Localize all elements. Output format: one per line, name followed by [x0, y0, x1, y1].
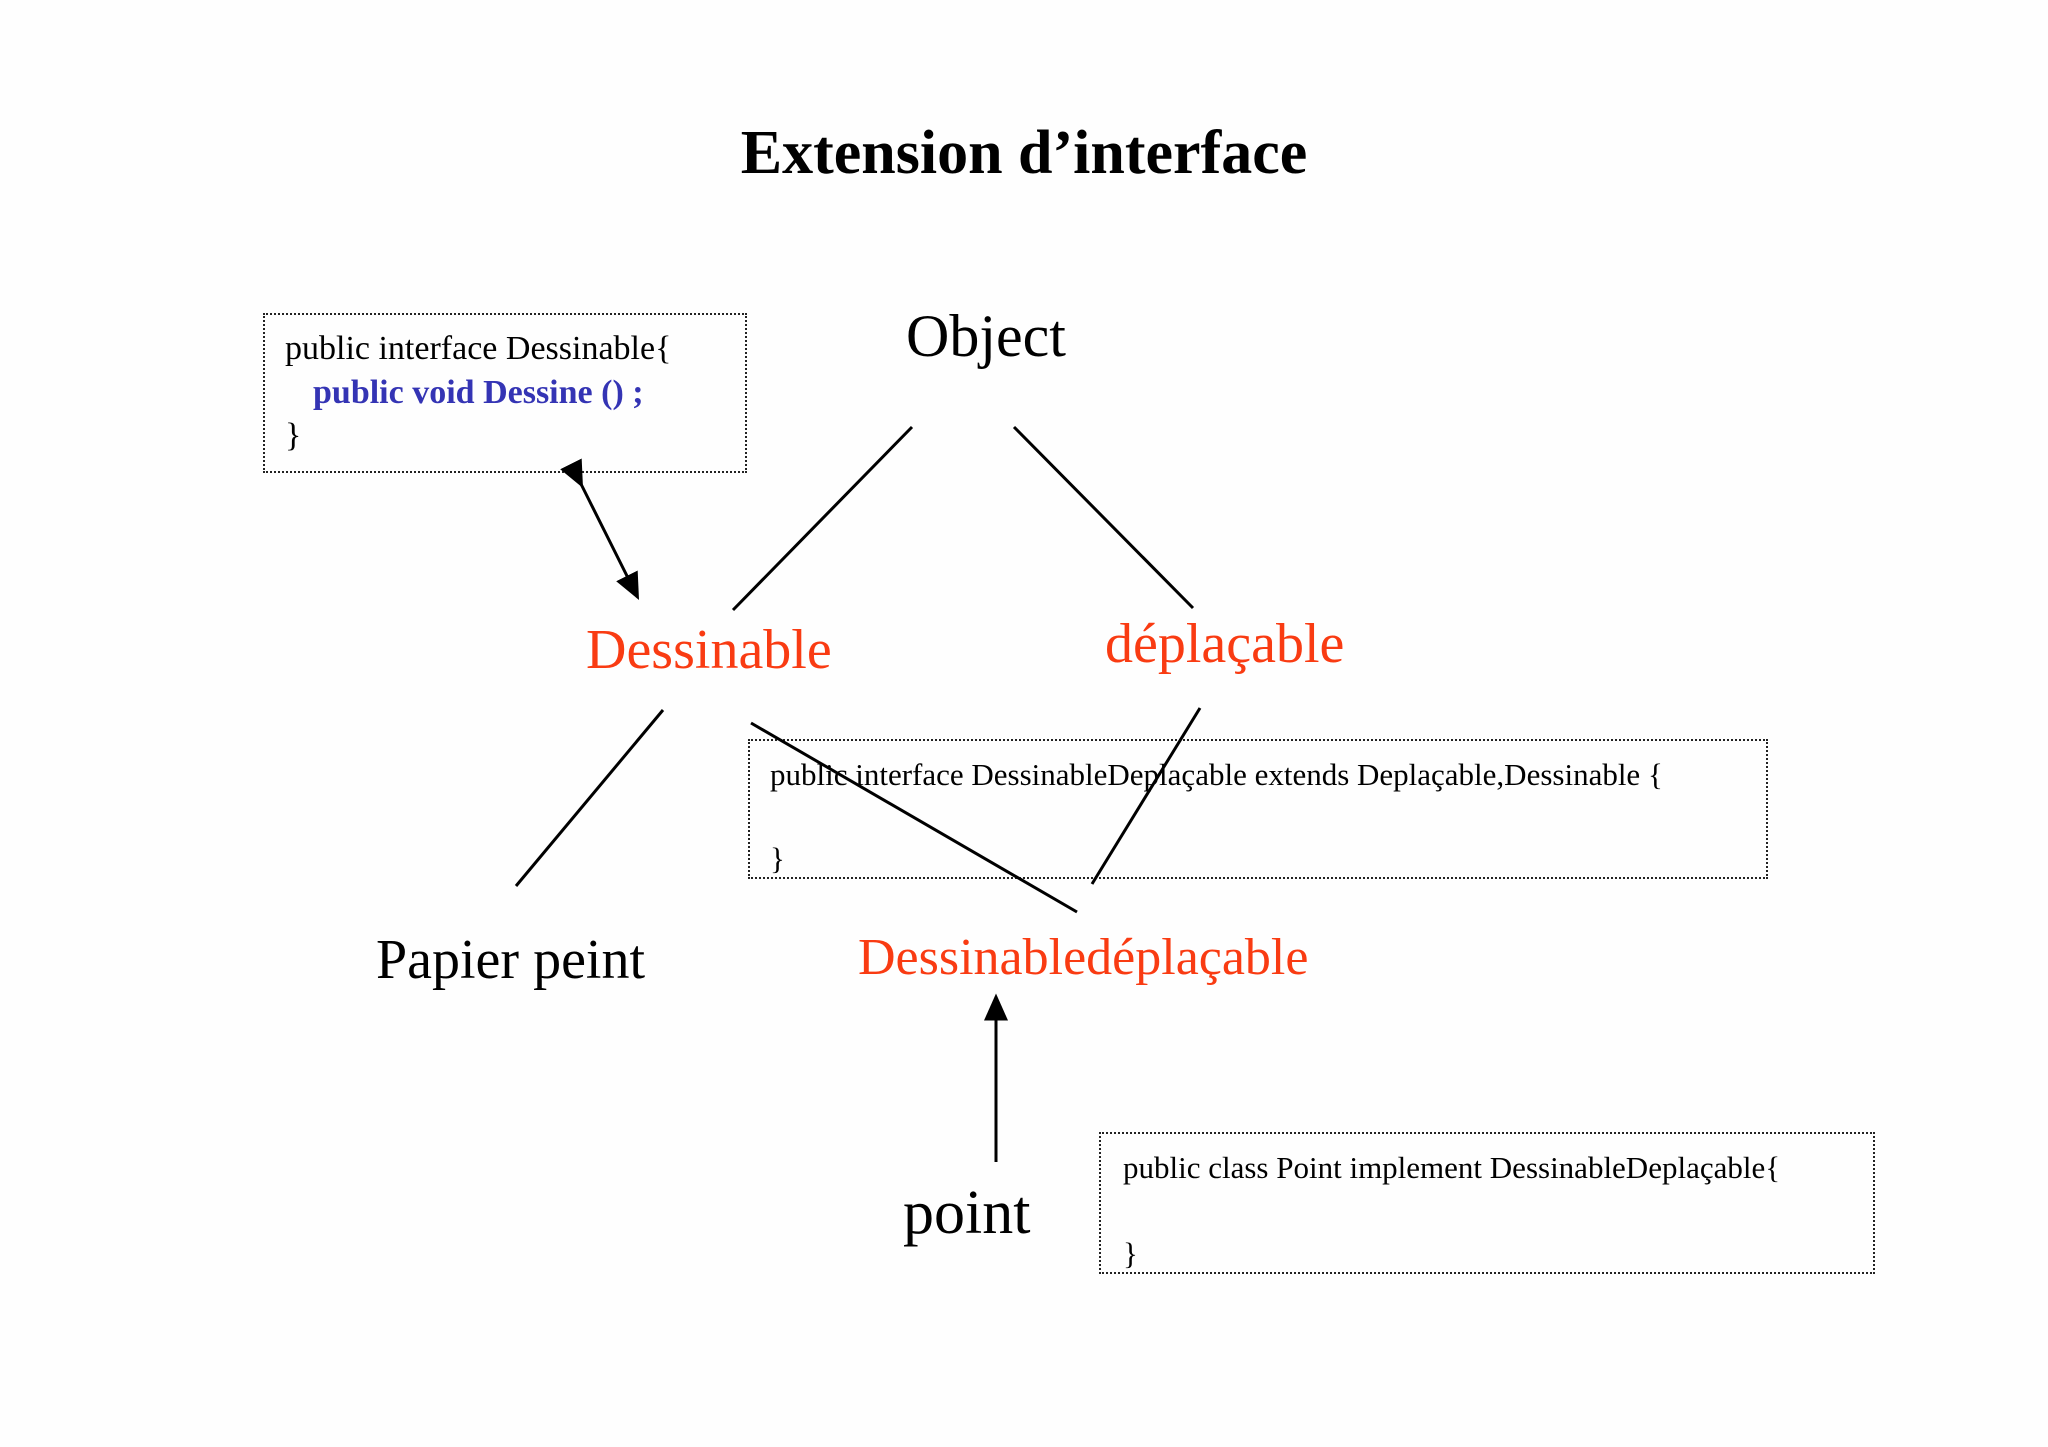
slide-title: Extension d’interface: [740, 119, 1308, 187]
double-arrow-codebox-dessinable: [560, 458, 640, 601]
code-line-close: }: [285, 417, 302, 455]
code-line-close: }: [770, 840, 785, 876]
line-object-deplacable: [1012, 425, 1195, 610]
code-line: public class Point implement DessinableD…: [1123, 1150, 1781, 1185]
node-dessinabledeplacable: Dessinabledéplaçable: [858, 929, 1309, 986]
codebox-point-class: public class Point implement DessinableD…: [1099, 1132, 1875, 1274]
codebox-dessinabledeplacable-interface: public interface DessinableDeplaçable ex…: [748, 739, 1768, 879]
line-dessinable-papierpeint: [514, 709, 665, 887]
node-dessinable: Dessinable: [586, 619, 832, 681]
node-papier-peint: Papier peint: [376, 929, 646, 991]
line-object-dessinable: [731, 425, 914, 612]
code-line-close: }: [1123, 1235, 1138, 1271]
code-line: public interface Dessinable{: [285, 330, 672, 367]
code-line: public interface DessinableDeplaçable ex…: [770, 757, 1663, 792]
codebox-dessinable-interface: public interface Dessinable{ public void…: [263, 313, 747, 473]
node-object: Object: [906, 303, 1066, 369]
code-line-method: public void Dessine () ;: [313, 373, 644, 411]
node-point: point: [903, 1179, 1031, 1247]
node-deplacable: déplaçable: [1105, 613, 1345, 675]
